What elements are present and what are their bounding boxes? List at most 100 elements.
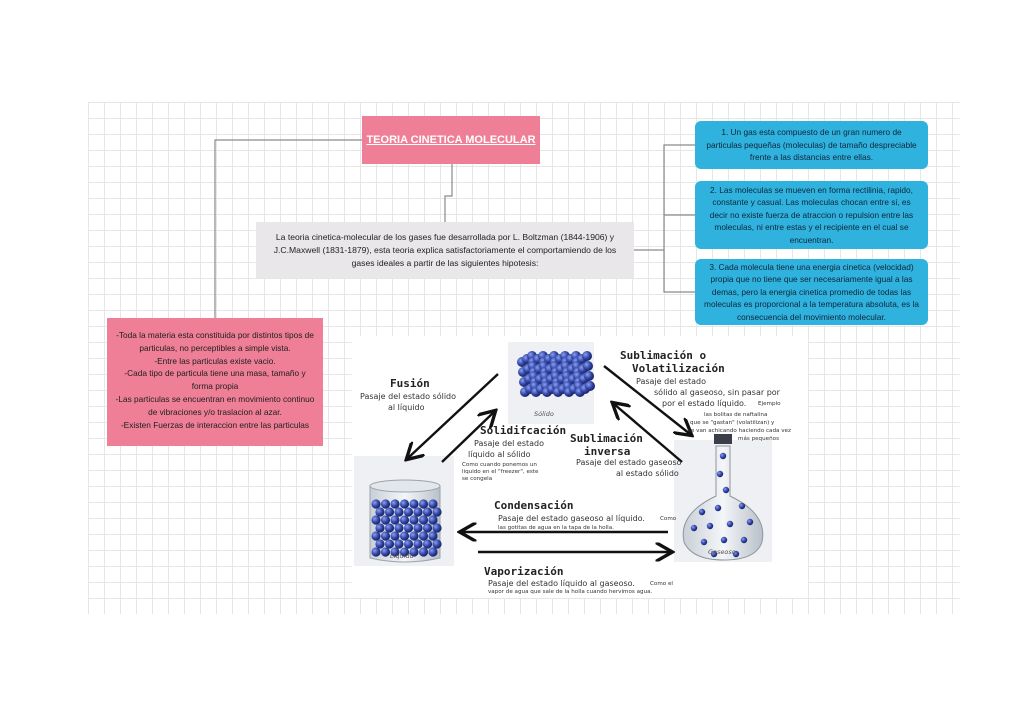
- molecule: [399, 499, 410, 509]
- molecule: [746, 518, 754, 526]
- sublimacion-inversa-title: inversa: [584, 445, 631, 458]
- molecule: [380, 531, 391, 541]
- particle-line: -Toda la materia esta constituida por di…: [116, 330, 314, 353]
- molecule: [710, 550, 718, 558]
- molecule: [384, 507, 395, 517]
- hypothesis-node-3[interactable]: 3. Cada molecula tiene una energia cinet…: [695, 259, 928, 325]
- molecule: [700, 538, 708, 546]
- molecule: [722, 486, 730, 494]
- molecule: [706, 522, 714, 530]
- molecule: [409, 531, 419, 541]
- molecule: [403, 539, 414, 549]
- molecule: [371, 547, 381, 557]
- condensacion-line: Pasaje del estado gaseoso al líquido.: [498, 514, 645, 523]
- liquid-caption: Líquido: [390, 552, 414, 560]
- molecule: [422, 539, 433, 549]
- molecule: [390, 531, 400, 541]
- connector-title-left: [214, 139, 362, 318]
- intro-text: La teoria cinetica-molecular de los gase…: [273, 231, 617, 268]
- gas-image: [674, 434, 772, 562]
- molecule: [428, 499, 438, 509]
- title-node[interactable]: TEORIA CINETICA MOLECULAR: [362, 116, 540, 164]
- solidificacion-note: Como cuando ponemos un: [462, 462, 537, 468]
- molecule: [418, 531, 429, 541]
- sublimacion-title: Volatilización: [632, 362, 725, 375]
- vaporizacion-title: Vaporización: [484, 565, 564, 578]
- condensacion-inline: Como: [660, 516, 677, 522]
- molecule: [403, 523, 414, 533]
- molecule: [375, 539, 385, 549]
- molecule: [432, 539, 442, 549]
- molecule: [380, 515, 391, 525]
- solid-caption: Sólido: [534, 410, 554, 418]
- molecule: [428, 531, 438, 541]
- sublimacion-example: Ejemplo: [758, 401, 781, 407]
- molecule: [422, 507, 433, 517]
- molecule: [384, 523, 395, 533]
- molecule: [719, 452, 727, 460]
- molecule: [413, 539, 423, 549]
- solidificacion-title: Solidifcación: [480, 424, 567, 437]
- molecule: [584, 371, 594, 381]
- particle-line: -Existen Fuerzas de interaccion entre la…: [120, 419, 310, 430]
- vaporizacion-inline: Como el: [650, 581, 673, 587]
- connector-intro-hyp3: [663, 250, 695, 293]
- molecule: [726, 520, 734, 528]
- molecule: [738, 502, 746, 510]
- molecule: [432, 507, 442, 517]
- connector-intro-hyp1: [634, 144, 695, 251]
- sublimacion-line: por el estado líquido.: [662, 399, 747, 408]
- particle-line: -Entre las particulas existe vacio.: [154, 355, 276, 366]
- liquid-image: [354, 456, 454, 566]
- solidificacion-line: Pasaje del estado: [474, 439, 544, 448]
- vaporizacion-line: Pasaje del estado líquido al gaseoso.: [488, 579, 635, 588]
- molecule: [380, 547, 391, 557]
- hypothesis-text: 1. Un gas esta compuesto de un gran nume…: [706, 127, 917, 163]
- solidificacion-note: se congela: [462, 476, 493, 482]
- molecule: [394, 507, 404, 517]
- phase-graphics: [354, 342, 772, 566]
- particles-node[interactable]: -Toda la materia esta constituida por di…: [107, 318, 323, 446]
- hypothesis-text: 3. Cada molecula tiene una energia cinet…: [704, 261, 919, 322]
- fusion-title: Fusión: [390, 377, 430, 390]
- molecule: [418, 547, 429, 557]
- sublimacion-note: más pequeños: [738, 436, 779, 442]
- molecule: [371, 499, 381, 509]
- condensacion-note: las gotitas de agua en la tapa de la hol…: [498, 525, 614, 531]
- molecule: [390, 515, 400, 525]
- solidificacion-note: liquido en el "freezer", este: [462, 469, 539, 475]
- molecule: [399, 531, 410, 541]
- sublimacion-inversa-line: Pasaje del estado gaseoso: [576, 458, 682, 467]
- vaporizacion-note: vapor de agua que sale de la holla cuand…: [488, 589, 653, 595]
- fusion-line: al líquido: [388, 403, 425, 412]
- molecule: [716, 470, 724, 478]
- molecule: [399, 547, 410, 557]
- hypothesis-node-2[interactable]: 2. Las moleculas se mueven en forma rect…: [695, 181, 928, 249]
- sublimacion-inversa-arrow: [614, 404, 683, 463]
- intro-node[interactable]: La teoria cinetica-molecular de los gase…: [256, 222, 634, 278]
- molecule: [375, 507, 385, 517]
- molecule: [582, 351, 592, 361]
- phase-change-diagram[interactable]: Sólido Líquido Gaseoso Fusión Pasaje del…: [352, 336, 808, 598]
- molecule: [583, 361, 593, 371]
- molecule: [399, 515, 410, 525]
- connector-title-intro: [444, 164, 453, 222]
- page-title: TEORIA CINETICA MOLECULAR: [366, 134, 536, 146]
- gas-caption: Gaseoso: [708, 548, 736, 556]
- molecule: [418, 515, 429, 525]
- sublimacion-arrow: [603, 365, 690, 434]
- molecule: [394, 539, 404, 549]
- molecule: [732, 550, 740, 558]
- molecule: [690, 524, 698, 532]
- hypothesis-node-1[interactable]: 1. Un gas esta compuesto de un gran nume…: [695, 121, 928, 169]
- molecule: [422, 523, 433, 533]
- molecule: [740, 536, 748, 544]
- molecule: [390, 499, 400, 509]
- sublimacion-note: que se "gastan" (volatilizan) y: [690, 420, 775, 426]
- solid-image: [508, 342, 595, 424]
- molecule: [394, 523, 404, 533]
- condensacion-title: Condensación: [494, 499, 574, 512]
- solidificacion-line: líquido al sólido: [468, 450, 531, 459]
- molecule: [413, 523, 423, 533]
- molecule: [432, 523, 442, 533]
